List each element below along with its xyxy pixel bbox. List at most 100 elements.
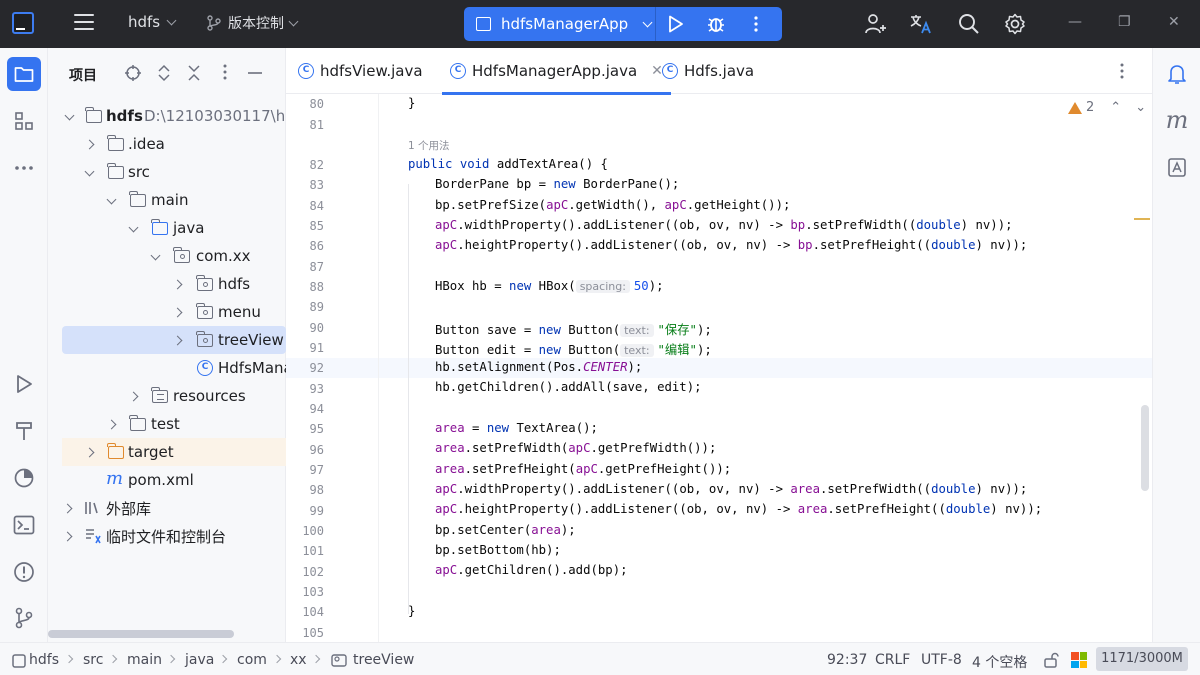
code-token: apC: [435, 502, 458, 516]
tree-item-idea[interactable]: .idea: [62, 130, 286, 158]
tree-item-pom[interactable]: m pom.xml: [62, 466, 286, 494]
tree-item-project-root[interactable]: hdfs D:\12103030117\hdfs: [62, 102, 286, 130]
problems-tool-button[interactable]: [7, 555, 41, 589]
breadcrumb-item[interactable]: treeView: [353, 652, 415, 668]
code-line[interactable]: hb.getChildren().addAll(save, edit);: [435, 380, 702, 394]
breadcrumb-item[interactable]: java: [185, 652, 215, 668]
translate-button[interactable]: [903, 0, 939, 48]
code-line[interactable]: apC.widthProperty().addListener((ob, ov,…: [435, 482, 1027, 496]
maven-button[interactable]: m: [1165, 106, 1189, 134]
main-menu-icon[interactable]: [74, 14, 94, 34]
tree-item-external-libraries[interactable]: 外部库: [62, 494, 286, 522]
vertical-scrollbar[interactable]: [1141, 405, 1149, 491]
file-encoding[interactable]: UTF-8: [921, 652, 962, 668]
tree-item-target[interactable]: target: [62, 438, 286, 466]
notifications-button[interactable]: [1165, 62, 1189, 86]
line-number: 91: [309, 341, 324, 355]
code-line[interactable]: apC.widthProperty().addListener((ob, ov,…: [435, 218, 1013, 232]
code-line[interactable]: area = new TextArea();: [435, 421, 598, 435]
chevron-right-icon: [128, 391, 139, 402]
unlock-icon[interactable]: [1043, 652, 1059, 668]
bug-icon: [708, 18, 724, 32]
code-line[interactable]: Button edit = new Button(text:"编辑");: [435, 340, 712, 358]
indent-setting[interactable]: 4 个空格: [972, 655, 1028, 671]
build-tool-button[interactable]: [7, 414, 41, 448]
code-line[interactable]: area.setPrefHeight(apC.getPrefHeight());: [435, 462, 731, 476]
code-line[interactable]: }: [408, 604, 415, 618]
tab-hdfs[interactable]: C Hdfs.java: [662, 48, 754, 94]
ai-assistant-button[interactable]: [1165, 155, 1189, 179]
memory-indicator[interactable]: 1171/3000M: [1096, 647, 1188, 671]
debug-button[interactable]: [696, 7, 736, 41]
breadcrumb-item[interactable]: xx: [290, 652, 307, 668]
more-tools-button[interactable]: [7, 151, 41, 185]
breadcrumb-item[interactable]: src: [83, 652, 104, 668]
inspection-widget[interactable]: 2 ⌃ ⌄: [1068, 100, 1146, 115]
warning-stripe-marker[interactable]: [1134, 218, 1150, 220]
more-actions-button[interactable]: [736, 7, 776, 41]
git-tool-button[interactable]: [7, 601, 41, 635]
tree-item-hdfsmanagerapp[interactable]: C HdfsManagerApp: [62, 354, 286, 382]
run-tool-button[interactable]: [7, 367, 41, 401]
collapse-all-icon[interactable]: [185, 64, 203, 82]
tab-hdfsview[interactable]: C hdfsView.java: [298, 48, 423, 94]
settings-button[interactable]: [997, 0, 1033, 48]
tab-hdfsmanagerapp[interactable]: C HdfsManagerApp.java ✕: [442, 48, 671, 95]
add-user-button[interactable]: [858, 0, 894, 48]
tree-item-scratches[interactable]: 临时文件和控制台: [62, 522, 286, 550]
tree-item-java[interactable]: java: [62, 214, 286, 242]
breadcrumb-item[interactable]: hdfs: [29, 652, 59, 668]
tree-item-menu-package[interactable]: menu: [62, 298, 286, 326]
tree-item-main[interactable]: main: [62, 186, 286, 214]
terminal-tool-button[interactable]: [7, 508, 41, 542]
expand-all-icon[interactable]: [155, 64, 173, 82]
profiler-tool-button[interactable]: [7, 461, 41, 495]
code-line[interactable]: public void addTextArea() {: [408, 157, 608, 171]
tab-options-button[interactable]: [1120, 48, 1124, 94]
code-line[interactable]: area.setPrefWidth(apC.getPrefWidth());: [435, 441, 716, 455]
line-separator[interactable]: CRLF: [875, 652, 911, 668]
code-line[interactable]: BorderPane bp = new BorderPane();: [435, 177, 679, 191]
horizontal-scrollbar[interactable]: [48, 630, 234, 638]
project-tool-button[interactable]: [7, 57, 41, 91]
tree-item-hdfs-package[interactable]: hdfs: [62, 270, 286, 298]
structure-tool-button[interactable]: [7, 104, 41, 138]
run-button[interactable]: [656, 7, 696, 41]
restore-button[interactable]: ❐: [1118, 14, 1131, 30]
search-button[interactable]: [951, 0, 987, 48]
package-icon: [196, 275, 213, 291]
tree-item-test[interactable]: test: [62, 410, 286, 438]
breadcrumb-item[interactable]: main: [127, 652, 162, 668]
tree-item-treeview-package[interactable]: treeView: [62, 326, 286, 354]
code-line[interactable]: HBox hb = new HBox(spacing:50);: [435, 279, 664, 293]
tree-item-src[interactable]: src: [62, 158, 286, 186]
tree-item-resources[interactable]: resources: [62, 382, 286, 410]
chevron-down-icon[interactable]: ⌄: [1135, 100, 1147, 115]
code-line[interactable]: hb.setAlignment(Pos.CENTER);: [435, 360, 642, 374]
code-token: apC: [435, 238, 458, 252]
minimize-button[interactable]: —: [1068, 14, 1082, 30]
locate-icon[interactable]: [124, 64, 142, 82]
code-token: area: [790, 482, 820, 496]
code-line[interactable]: bp.setPrefSize(apC.getWidth(), apC.getHe…: [435, 198, 790, 212]
caret-position[interactable]: 92:37: [827, 652, 868, 668]
close-tab-icon[interactable]: ✕: [651, 63, 663, 79]
run-configuration-selector[interactable]: hdfsManagerApp: [464, 7, 656, 41]
code-line[interactable]: }: [408, 96, 415, 110]
chevron-up-icon[interactable]: ⌃: [1110, 100, 1122, 115]
close-window-button[interactable]: ✕: [1168, 14, 1180, 30]
code-line[interactable]: bp.setCenter(area);: [435, 523, 576, 537]
code-token: ) nv));: [975, 482, 1028, 496]
vcs-menu[interactable]: 版本控制: [206, 13, 299, 33]
usage-hint[interactable]: 1 个用法: [408, 140, 450, 152]
code-line[interactable]: apC.heightProperty().addListener((ob, ov…: [435, 502, 1042, 516]
code-line[interactable]: Button save = new Button(text:"保存");: [435, 320, 712, 338]
tree-item-package[interactable]: com.xx: [62, 242, 286, 270]
code-line[interactable]: bp.setBottom(hb);: [435, 543, 561, 557]
project-selector[interactable]: hdfs: [128, 13, 177, 31]
more-vertical-icon[interactable]: [216, 64, 234, 82]
hide-panel-icon[interactable]: [246, 64, 264, 82]
breadcrumb-item[interactable]: com: [237, 652, 267, 668]
code-line[interactable]: apC.heightProperty().addListener((ob, ov…: [435, 238, 1027, 252]
code-line[interactable]: apC.getChildren().add(bp);: [435, 563, 628, 577]
